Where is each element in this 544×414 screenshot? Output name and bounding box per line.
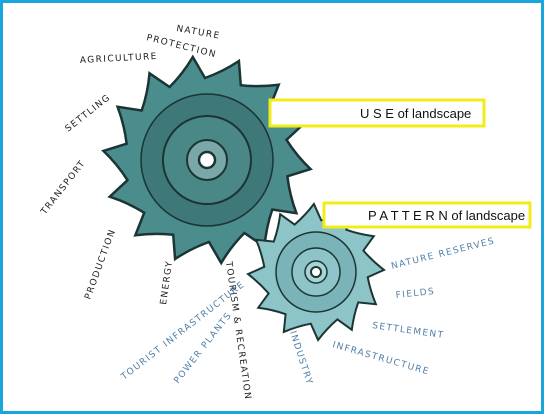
label-production: PRODUCTION [83,228,118,301]
label-nature: NATURE [175,24,221,42]
label-nature-reserves: NATURE RESERVES [390,236,496,272]
pattern-box-label: P A T T E R N of landscape [368,208,525,223]
label-industry: INDUSTRY [287,330,314,387]
label-fields: FIELDS [395,287,435,301]
label-settlement: SETTLEMENT [372,321,445,341]
label-agriculture: AGRICULTURE [80,52,158,66]
large-gear-axle [199,152,215,168]
label-energy: ENERGY [159,260,175,306]
small-gear-axle [311,267,321,277]
label-transport: TRANSPORT [39,159,88,218]
label-settling: SETTLING [64,93,113,135]
label-power-plants: POWER PLANTS [172,311,234,386]
use-box-label: U S E of landscape [360,106,471,121]
label-infrastructure: INFRASTRUCTURE [331,340,430,377]
